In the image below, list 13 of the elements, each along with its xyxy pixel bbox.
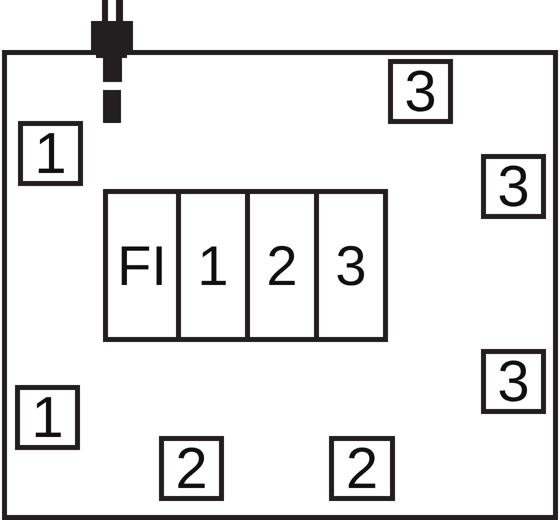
panel-section: 3 [314,194,383,337]
number-box: 3 [388,59,453,124]
floor-plan-outline [2,50,558,520]
number-box: 2 [329,436,395,501]
number-box: 3 [481,154,546,219]
panel-section: FI [108,194,176,337]
panel-section: 2 [245,194,314,337]
panel-section: 1 [176,194,245,337]
number-box: 1 [18,121,83,186]
number-box: 3 [481,349,546,414]
number-box: 2 [159,436,224,501]
distribution-panel [103,189,388,342]
number-box: 1 [15,385,80,450]
